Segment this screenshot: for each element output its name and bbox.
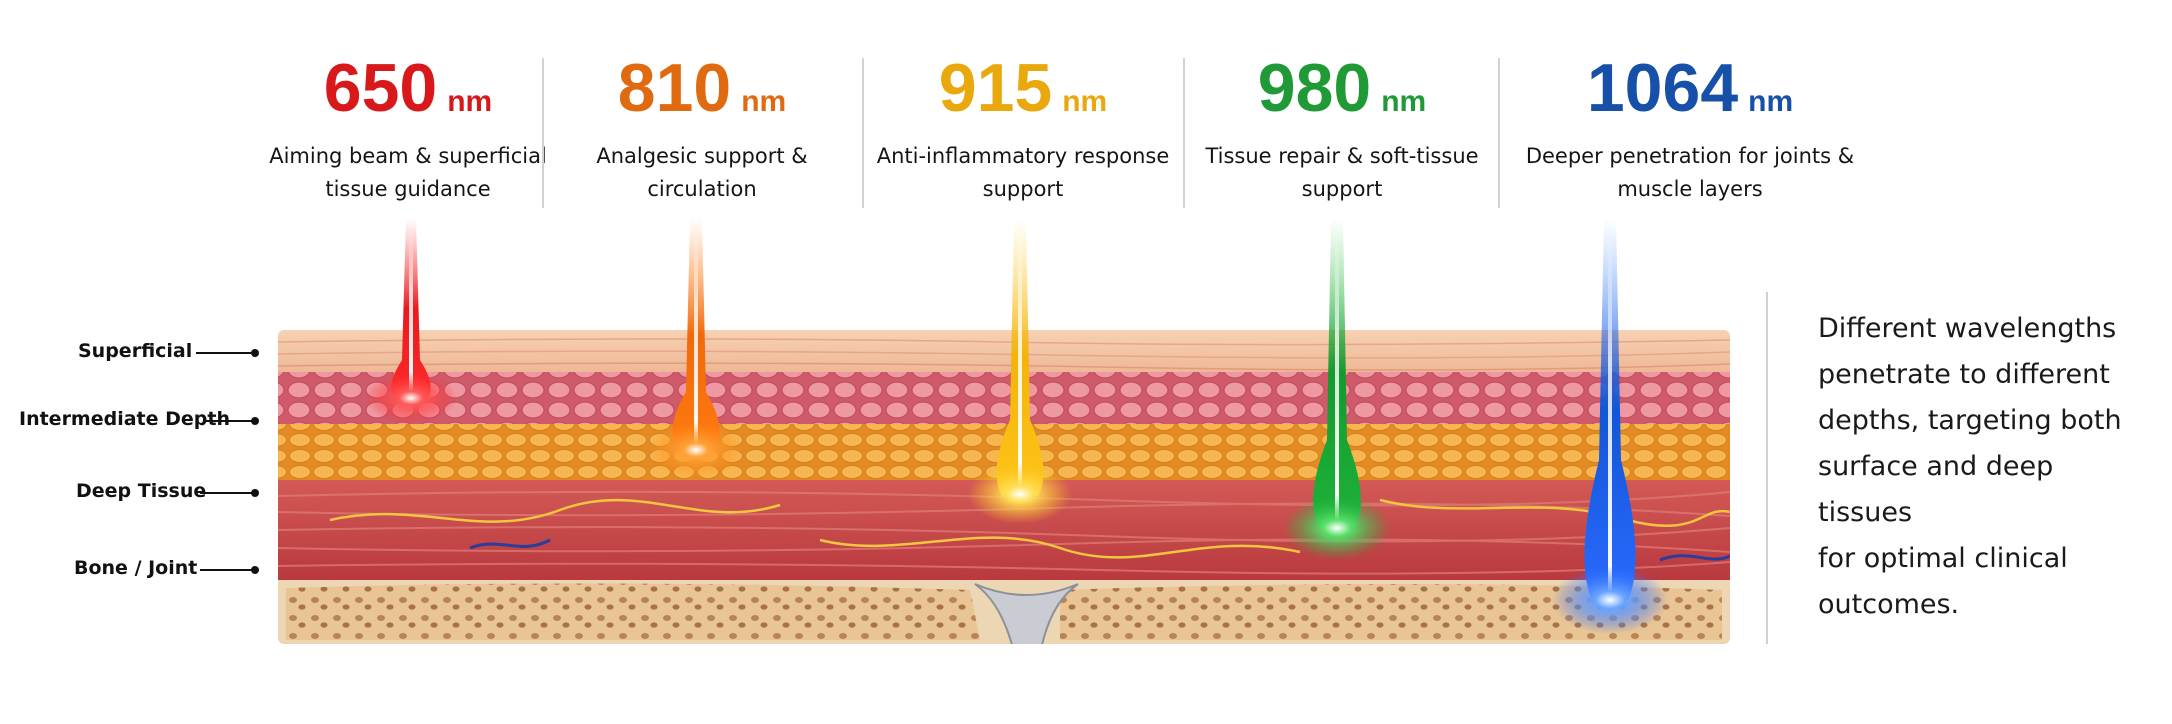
depth-label-intermediate: Intermediate Depth: [19, 408, 231, 430]
joint-cartilage: [974, 583, 1079, 644]
wavelength-description: Aiming beam & superficial tissue guidanc…: [258, 140, 558, 206]
description-line: Analgesic support &: [596, 144, 808, 168]
description-line: circulation: [647, 177, 757, 201]
wavelength-810: 810 nm Analgesic support & circulation: [552, 48, 852, 206]
wavelength-value-row: 650 nm: [258, 48, 558, 128]
summary-line: penetrate to different: [1818, 359, 2110, 390]
blood-vessels: [469, 538, 1730, 562]
laser-beam-650: [365, 218, 457, 424]
wavelength-value: 810: [617, 50, 732, 126]
wavelength-unit: nm: [1748, 85, 1794, 118]
wavelength-650: 650 nm Aiming beam & superficial tissue g…: [258, 48, 558, 206]
leader-line: [200, 492, 254, 494]
laser-beam-980: [1283, 218, 1391, 560]
wavelength-unit: nm: [741, 85, 787, 118]
wavelength-unit: nm: [1381, 85, 1427, 118]
description-line: Aiming beam & superficial: [269, 144, 547, 168]
epidermis-cell-layer: [278, 372, 1730, 426]
description-line: Tissue repair & soft-tissue: [1205, 144, 1479, 168]
summary-line: Different wavelengths: [1818, 313, 2117, 344]
summary-line: outcomes.: [1818, 589, 1960, 620]
laser-beam-810: [648, 218, 744, 478]
wavelength-value-row: 810 nm: [552, 48, 852, 128]
leader-line: [196, 352, 254, 354]
leader-line: [206, 420, 254, 422]
wavelength-value: 915: [938, 50, 1053, 126]
bone-left: [286, 583, 980, 640]
wavelength-value-row: 980 nm: [1192, 48, 1492, 128]
wavelength-value-row: 1064 nm: [1508, 48, 1872, 128]
description-line: Deeper penetration for joints &: [1525, 144, 1855, 168]
wavelength-description: Tissue repair & soft-tissue support: [1192, 140, 1492, 206]
depth-label-superficial: Superficial: [78, 340, 193, 362]
wavelength-description: Anti-inflammatory response support: [873, 140, 1173, 206]
wavelength-value: 980: [1257, 50, 1372, 126]
panel-divider: [1766, 292, 1768, 644]
description-line: support: [1301, 177, 1383, 201]
summary-line: depths, targeting both: [1818, 405, 2122, 436]
leader-dot: [251, 489, 259, 497]
wavelength-unit: nm: [447, 85, 493, 118]
wavelength-1064: 1064 nm Deeper penetration for joints & m…: [1508, 48, 1872, 206]
description-line: tissue guidance: [325, 177, 491, 201]
leader-line: [200, 569, 254, 571]
column-divider: [1183, 58, 1185, 208]
wavelength-value-row: 915 nm: [873, 48, 1173, 128]
wavelength-980: 980 nm Tissue repair & soft-tissue suppor…: [1192, 48, 1492, 206]
wavelength-description: Deeper penetration for joints & muscle l…: [1508, 140, 1872, 206]
leader-dot: [251, 417, 259, 425]
summary-line: surface and deep tissues: [1818, 451, 2054, 528]
summary-line: for optimal clinical: [1818, 543, 2068, 574]
leader-dot: [251, 566, 259, 574]
column-divider: [862, 58, 864, 208]
wavelength-description: Analgesic support & circulation: [552, 140, 852, 206]
column-divider: [542, 58, 544, 208]
description-line: muscle layers: [1617, 177, 1763, 201]
wavelength-value: 650: [323, 50, 438, 126]
laser-beam-1064: [1552, 218, 1668, 634]
description-line: support: [982, 177, 1064, 201]
wavelength-value: 1064: [1586, 50, 1739, 126]
description-line: Anti-inflammatory response: [876, 144, 1170, 168]
depth-label-deep-tissue: Deep Tissue: [76, 480, 207, 502]
leader-dot: [251, 349, 259, 357]
wavelength-unit: nm: [1062, 85, 1108, 118]
laser-beam-915: [968, 218, 1072, 524]
depth-label-bone-joint: Bone / Joint: [74, 557, 198, 579]
column-divider: [1498, 58, 1500, 208]
wavelength-915: 915 nm Anti-inflammatory response support: [873, 48, 1173, 206]
summary-text: Different wavelengths penetrate to diffe…: [1818, 306, 2148, 628]
